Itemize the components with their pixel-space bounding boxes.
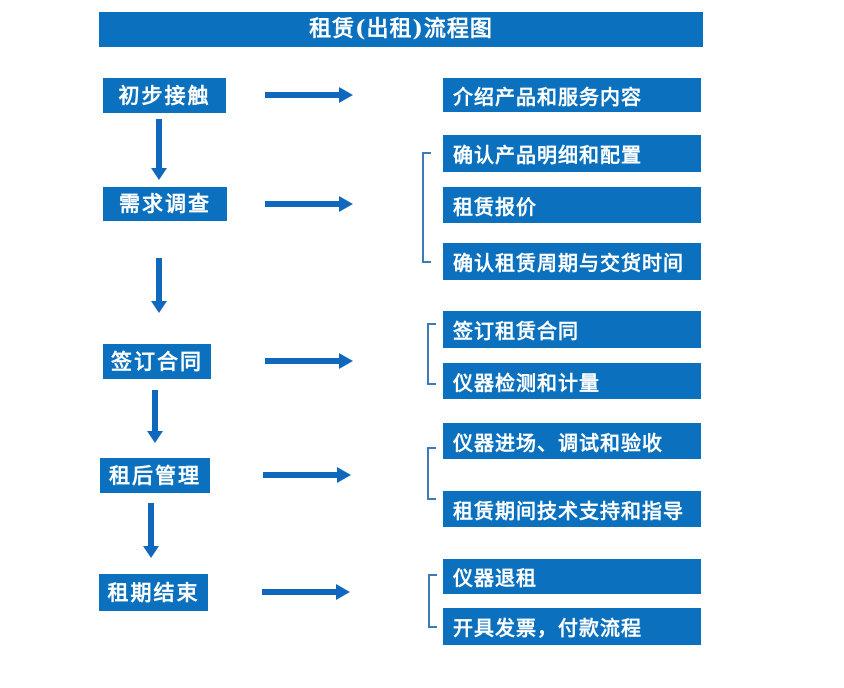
step-box-needs-survey: 需求调查 [103, 187, 227, 221]
detail-box: 开具发票，付款流程 [443, 608, 701, 645]
group-bracket [427, 323, 436, 385]
right-arrow-icon [262, 584, 350, 600]
down-arrow-icon [143, 503, 159, 558]
group-bracket [428, 574, 437, 628]
flowchart-title: 租赁(出租)流程图 [99, 12, 703, 47]
down-arrow-icon [151, 258, 167, 313]
group-bracket [422, 152, 431, 263]
detail-box: 介绍产品和服务内容 [443, 78, 701, 112]
right-arrow-icon [263, 467, 351, 483]
step-box-rental-end: 租期结束 [99, 574, 208, 611]
group-bracket [427, 447, 436, 500]
step-box-initial-contact: 初步接触 [103, 78, 226, 113]
right-arrow-icon [265, 353, 353, 369]
right-arrow-icon [265, 196, 353, 212]
detail-box: 确认租赁周期与交货时间 [443, 243, 701, 280]
detail-box: 仪器检测和计量 [443, 363, 701, 399]
detail-box: 租赁报价 [443, 187, 701, 223]
down-arrow-icon [151, 119, 167, 180]
down-arrow-icon [147, 390, 163, 443]
detail-box: 确认产品明细和配置 [443, 135, 701, 172]
detail-box: 仪器进场、调试和验收 [443, 423, 701, 459]
step-box-post-rental-management: 租后管理 [100, 458, 210, 493]
detail-box: 租赁期间技术支持和指导 [443, 491, 701, 527]
detail-box: 签订租赁合同 [443, 311, 701, 348]
right-arrow-icon [265, 87, 353, 103]
step-box-sign-contract: 签订合同 [103, 344, 211, 379]
detail-box: 仪器退租 [443, 559, 701, 594]
